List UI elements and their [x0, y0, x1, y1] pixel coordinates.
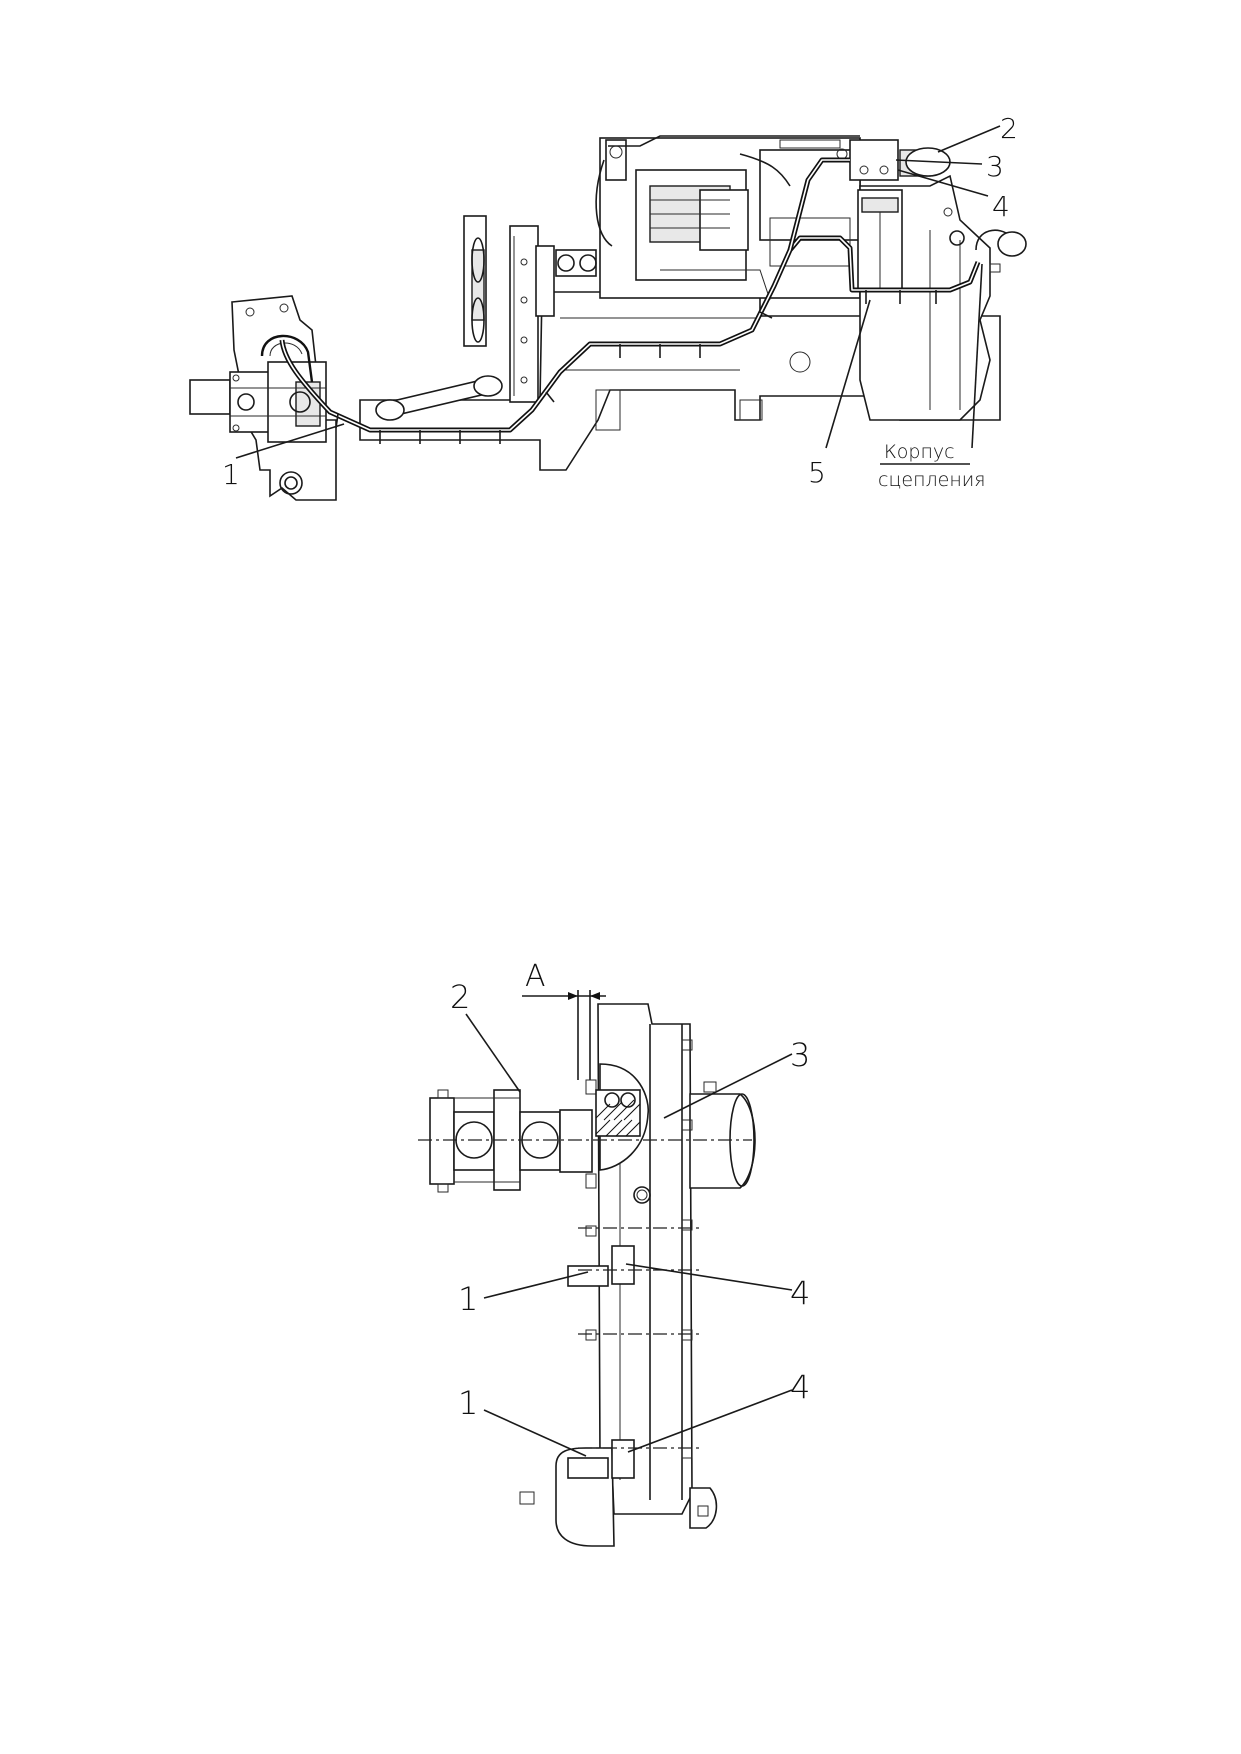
callout-4-top: 4 [992, 190, 1010, 223]
clutch-housing [857, 174, 991, 421]
fan-pulley [463, 215, 555, 403]
gear-housing [519, 1003, 756, 1547]
callout-3-top: 3 [986, 150, 1004, 183]
housing-label-line1: Корпус [884, 441, 955, 463]
callout-1-bottom-b: 1 [458, 1384, 478, 1422]
reduction-gear-drawing: А [418, 959, 810, 1547]
callout-4-bottom-b: 4 [790, 1368, 810, 1406]
dimension-label-a: А [525, 959, 546, 994]
engine-frame [359, 291, 1001, 471]
callout-5-top: 5 [808, 456, 826, 489]
drive-shaft [375, 249, 597, 421]
housing-label-line2: сцепления [878, 469, 986, 491]
callout-1-top: 1 [222, 458, 240, 491]
callout-3-bottom: 3 [790, 1036, 810, 1074]
leader-lines-top [235, 125, 1001, 465]
hydraulic-hose [279, 157, 981, 444]
cardan-joint [429, 1089, 593, 1193]
callout-2-top: 2 [1000, 112, 1018, 145]
callout-1-bottom-a: 1 [458, 1280, 478, 1318]
callout-2-bottom: 2 [450, 978, 470, 1016]
callout-4-bottom-a: 4 [790, 1274, 810, 1312]
front-pump-unit [189, 361, 327, 443]
end-fitting [975, 229, 1027, 273]
engine-assembly-drawing: 1 2 3 4 5 Корпус сцепления [189, 112, 1027, 501]
dimension-a [522, 990, 606, 1080]
bearing-section [595, 1089, 641, 1137]
engine-block [595, 135, 861, 301]
leader-lines-bottom [465, 1013, 793, 1457]
